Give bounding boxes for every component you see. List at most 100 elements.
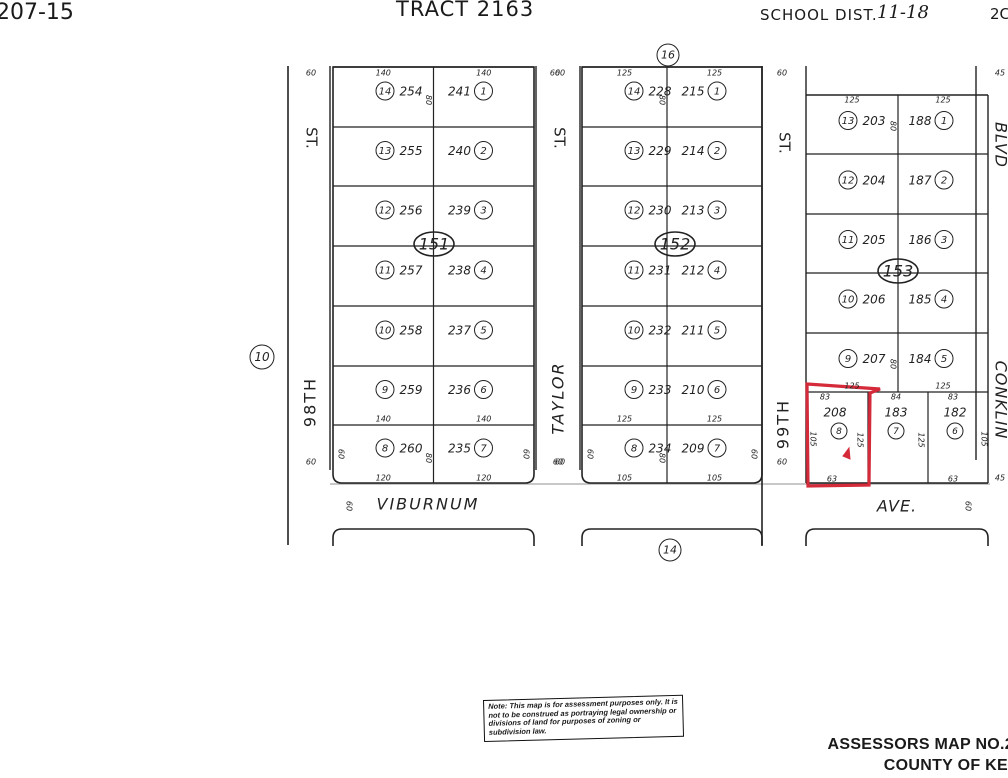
depth-label: 60 (345, 501, 354, 511)
parcel-number-237: 237 (448, 324, 471, 338)
parcel-number-208: 208 (824, 406, 847, 420)
parcel-number-229: 229 (649, 144, 672, 158)
parcel-number-260: 260 (400, 442, 423, 456)
parcel-number-184: 184 (909, 352, 932, 366)
lot-circle-152-14 (624, 81, 644, 101)
depth-label: 60 (964, 501, 973, 511)
lot-width-label: 140 (476, 69, 491, 78)
lot-circle-152-10 (624, 320, 644, 340)
block-number-152-number: 152 (660, 235, 691, 254)
lot-circle-153-13 (838, 111, 858, 130)
lot-width-label: 140 (376, 69, 391, 78)
lot-circle-153-5 (934, 349, 954, 368)
parcel-number-258: 258 (400, 324, 423, 338)
depth-label: 60 (777, 458, 787, 467)
depth-label: 105 (980, 431, 989, 446)
lot-width-label: 63 (827, 475, 837, 484)
lot-circle-152-3 (707, 200, 727, 220)
street-98th-name: 98TH (301, 377, 320, 427)
lot-circle-153-10 (838, 289, 858, 309)
sheet-ref-left (249, 344, 275, 370)
school-district-value: 11-18 (877, 2, 929, 23)
street-99th-st: ST. (776, 132, 794, 154)
lot-circle-153-2-number: 2 (941, 176, 947, 187)
lot-circle-152-7-number: 7 (714, 444, 721, 455)
block-151-outline (332, 66, 535, 484)
parcel-number-239: 239 (448, 204, 471, 218)
sheet-ref-top (656, 43, 680, 67)
block-number-151 (413, 231, 455, 257)
parcel-number-255: 255 (400, 144, 423, 158)
lot-circle-151-7 (474, 438, 493, 458)
lot-circle-151-2 (474, 141, 493, 160)
lot-circle-151-9 (375, 380, 395, 399)
lot-circle-151-8-number: 8 (382, 444, 388, 455)
parcel-number-204: 204 (863, 174, 886, 188)
lot-circle-153-8-number: 8 (836, 427, 842, 437)
lot-circle-152-4-number: 4 (714, 266, 720, 277)
street-99th-name: 99TH (774, 399, 793, 449)
lot-circle-151-13 (375, 141, 395, 160)
lot-circle-151-1 (474, 81, 493, 101)
parcel-number-183: 183 (885, 406, 908, 420)
block-number-153 (877, 258, 919, 284)
lot-circle-151-3-number: 3 (480, 206, 486, 217)
lot-circle-151-5 (474, 320, 493, 340)
parcel-number-185: 185 (909, 293, 932, 307)
parcel-number-182: 182 (944, 406, 967, 420)
lot-circle-152-6 (707, 380, 727, 399)
parcel-number-207: 207 (863, 352, 886, 366)
lot-circle-153-4-number: 4 (941, 295, 947, 306)
block-152-outline (581, 66, 763, 484)
lot-width-label: 125 (935, 382, 950, 391)
south-block-3 (805, 528, 989, 546)
parcel-number-231: 231 (649, 264, 672, 278)
lot-circle-152-4 (707, 260, 727, 280)
parcel-number-214: 214 (682, 144, 705, 158)
parcel-number-188: 188 (909, 114, 932, 128)
lot-circle-151-14 (375, 81, 395, 101)
parcel-number-206: 206 (863, 293, 886, 307)
parcel-number-254: 254 (400, 85, 423, 99)
parcel-number-234: 234 (649, 442, 672, 456)
highlight-mark (842, 446, 851, 460)
lot-circle-152-13 (624, 141, 644, 160)
street-taylor-name: TAYLOR (549, 361, 568, 434)
parcel-number-232: 232 (649, 324, 672, 338)
lot-circle-152-7 (707, 438, 727, 458)
parcel-number-213: 213 (682, 204, 705, 218)
lot-circle-152-12 (624, 200, 644, 220)
lot-circle-151-4 (474, 260, 493, 280)
parcel-number-209: 209 (682, 442, 705, 456)
depth-label: 60 (337, 449, 346, 459)
lot-circle-152-6-number: 6 (714, 385, 720, 396)
depth-label: 60 (777, 69, 787, 78)
parcel-number-228: 228 (649, 85, 672, 99)
lot-circle-151-3 (474, 200, 493, 220)
street-ave: AVE. (876, 497, 917, 516)
lot-circle-153-2 (934, 170, 954, 190)
parcel-number-211: 211 (682, 324, 705, 338)
block-number-153-number: 153 (883, 262, 914, 281)
lot-circle-151-1-number: 1 (480, 87, 486, 98)
lot-circle-151-13-number: 13 (379, 146, 392, 157)
parcel-number-186: 186 (909, 233, 932, 247)
parcel-number-187: 187 (909, 174, 932, 188)
lot-width-label: 120 (376, 474, 391, 483)
lot-width-label: 83 (948, 393, 958, 402)
lot-width-label: 125 (844, 96, 859, 105)
lot-width-label: 63 (948, 475, 958, 484)
lot-circle-152-11 (624, 260, 644, 280)
sheet-ref-top-number: 16 (661, 49, 675, 62)
depth-label: 80 (658, 453, 667, 463)
lot-circle-153-10-number: 10 (842, 295, 855, 306)
lot-width-label: 105 (617, 474, 632, 483)
lot-width-label: 125 (617, 69, 632, 78)
lot-circle-151-9-number: 9 (382, 385, 388, 396)
depth-label: 45 (995, 474, 1005, 483)
street-98th-st: ST. (303, 127, 321, 149)
lot-circle-152-1-number: 1 (714, 87, 720, 98)
lot-circle-153-11-number: 11 (842, 235, 855, 246)
parcel-number-205: 205 (863, 233, 886, 247)
